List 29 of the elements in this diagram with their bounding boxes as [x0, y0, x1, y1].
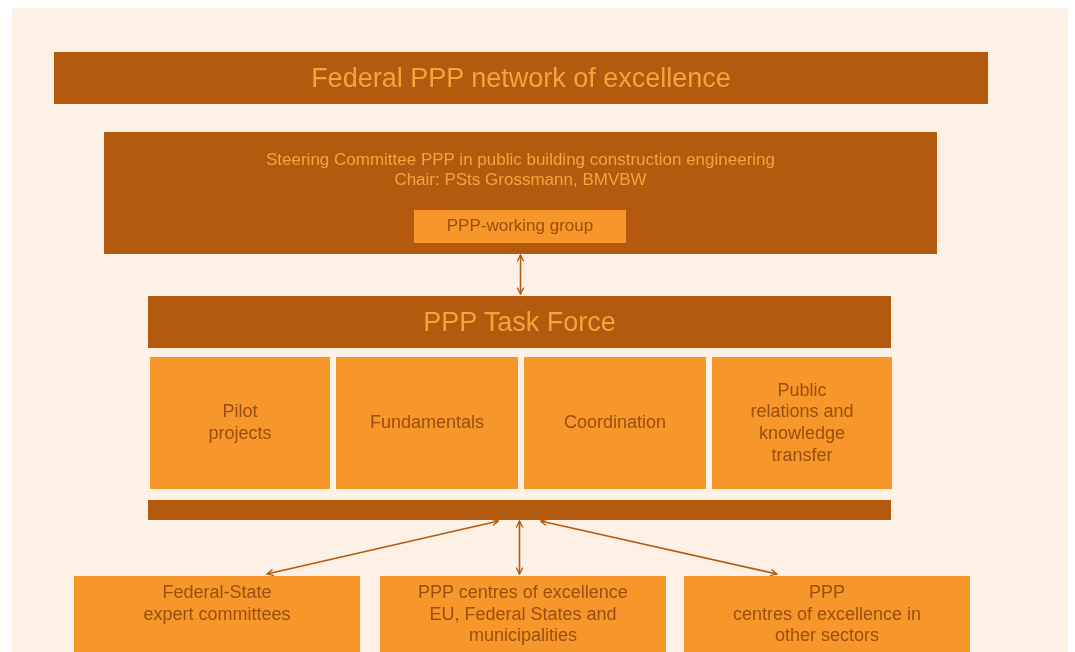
node-label: PPP Task Force	[423, 305, 616, 339]
node-label: Chair: PSts Grossmann, BMVBW	[394, 170, 647, 191]
committee-panel	[104, 132, 937, 254]
group-box	[414, 210, 626, 243]
node-label: PPP-working group	[446, 216, 594, 237]
node-label: PPP	[809, 582, 845, 604]
node-label: PPP centres of excellence EU, Federal States and municipalities	[417, 582, 629, 647]
double-arrow	[515, 520, 524, 575]
node-label: Public relations and knowledge transfer	[749, 379, 855, 467]
committee-box	[380, 576, 666, 652]
node-label: Federal-State expert committees	[142, 582, 292, 626]
node-label: centres of excellence in other sectors	[732, 603, 922, 647]
double-arrow	[266, 518, 500, 577]
area-box	[150, 357, 330, 489]
title-band	[148, 296, 891, 348]
node-label: Federal PPP network of excellence	[311, 61, 731, 95]
area-box	[712, 357, 892, 489]
double-arrow	[516, 254, 525, 295]
node-label: Coordination	[563, 412, 667, 434]
node-label: Steering Committee PPP in public building construction engineering	[265, 150, 775, 171]
area-box	[336, 357, 518, 489]
node-label: Fundamentals	[369, 412, 485, 434]
node-label: Pilot projects	[207, 401, 273, 445]
committee-box	[684, 576, 970, 652]
area-box	[524, 357, 706, 489]
committee-box	[74, 576, 360, 652]
title-band	[54, 52, 988, 104]
bar	[148, 500, 891, 520]
double-arrow	[539, 518, 778, 577]
